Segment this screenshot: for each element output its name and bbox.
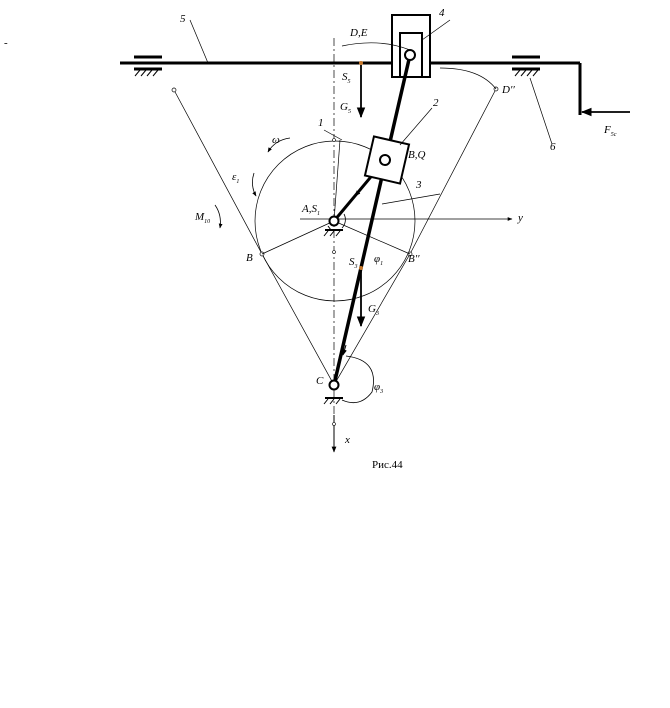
leader-3 — [381, 193, 441, 205]
link-CD — [332, 54, 412, 386]
arrow-on-crank — [354, 187, 363, 197]
radius-A-top — [333, 139, 341, 222]
label-4: 4 — [439, 7, 445, 19]
leader-6 — [529, 77, 553, 145]
ground-C — [323, 397, 343, 405]
joint-D — [404, 49, 416, 61]
leader-4 — [421, 19, 451, 41]
label-Dpp: D′′ — [501, 84, 515, 96]
ground-A — [323, 225, 343, 237]
point-left-end — [171, 87, 177, 93]
joint-C — [328, 379, 340, 391]
joint-A — [328, 215, 340, 227]
point-top-centerline — [332, 138, 336, 142]
extreme-position-right — [333, 88, 497, 386]
label-5: 5 — [180, 13, 186, 25]
label-G3: G3 — [368, 303, 379, 317]
arc-phi3 — [341, 355, 374, 404]
extreme-position-left — [173, 89, 335, 386]
arc-eps — [252, 172, 257, 197]
leader-DE — [341, 42, 411, 51]
point-below-C — [332, 422, 336, 426]
arc-phi1 — [341, 213, 346, 229]
leader-5 — [189, 19, 209, 64]
label-6: 6 — [550, 141, 556, 153]
label-BQ: B,Q — [408, 149, 425, 161]
arc-omega — [267, 137, 291, 153]
label-phi3: φ3 — [374, 381, 383, 395]
label-y: y — [517, 212, 523, 224]
right-support — [512, 55, 540, 77]
label-x: x — [344, 434, 350, 446]
label-2: 2 — [433, 97, 439, 109]
center-S5 — [359, 61, 363, 65]
label-1: 1 — [318, 117, 324, 129]
joint-B — [379, 154, 391, 166]
leader-1 — [323, 129, 343, 141]
label-F: F5c — [603, 124, 617, 138]
point-below-A — [332, 250, 336, 254]
radius-A-Bpp — [333, 220, 411, 255]
label-C: C — [316, 375, 324, 387]
label-omega: ω — [272, 134, 280, 146]
label-phi1: φ1 — [374, 253, 383, 267]
arrow-on-link — [342, 344, 347, 356]
stray-mark: - — [4, 37, 8, 49]
label-B: B — [246, 252, 253, 264]
label-3: 3 — [415, 179, 422, 191]
leader-2 — [399, 107, 433, 146]
label-DE: D,E — [349, 27, 368, 39]
label-S5: S5 — [342, 71, 351, 85]
left-support — [134, 55, 162, 77]
label-AS: A,S1 — [301, 203, 320, 217]
arc-M — [214, 204, 223, 229]
center-S3 — [359, 266, 363, 270]
label-eps: ε1 — [232, 171, 239, 185]
label-G5: G5 — [340, 101, 351, 115]
label-S3: S3 — [349, 256, 358, 270]
figure-caption: Рис.44 — [372, 459, 403, 471]
leader-Dpp — [439, 67, 497, 90]
radius-A-B — [261, 220, 335, 255]
label-M: M10 — [194, 211, 210, 225]
label-Bpp: B′′ — [408, 253, 420, 265]
